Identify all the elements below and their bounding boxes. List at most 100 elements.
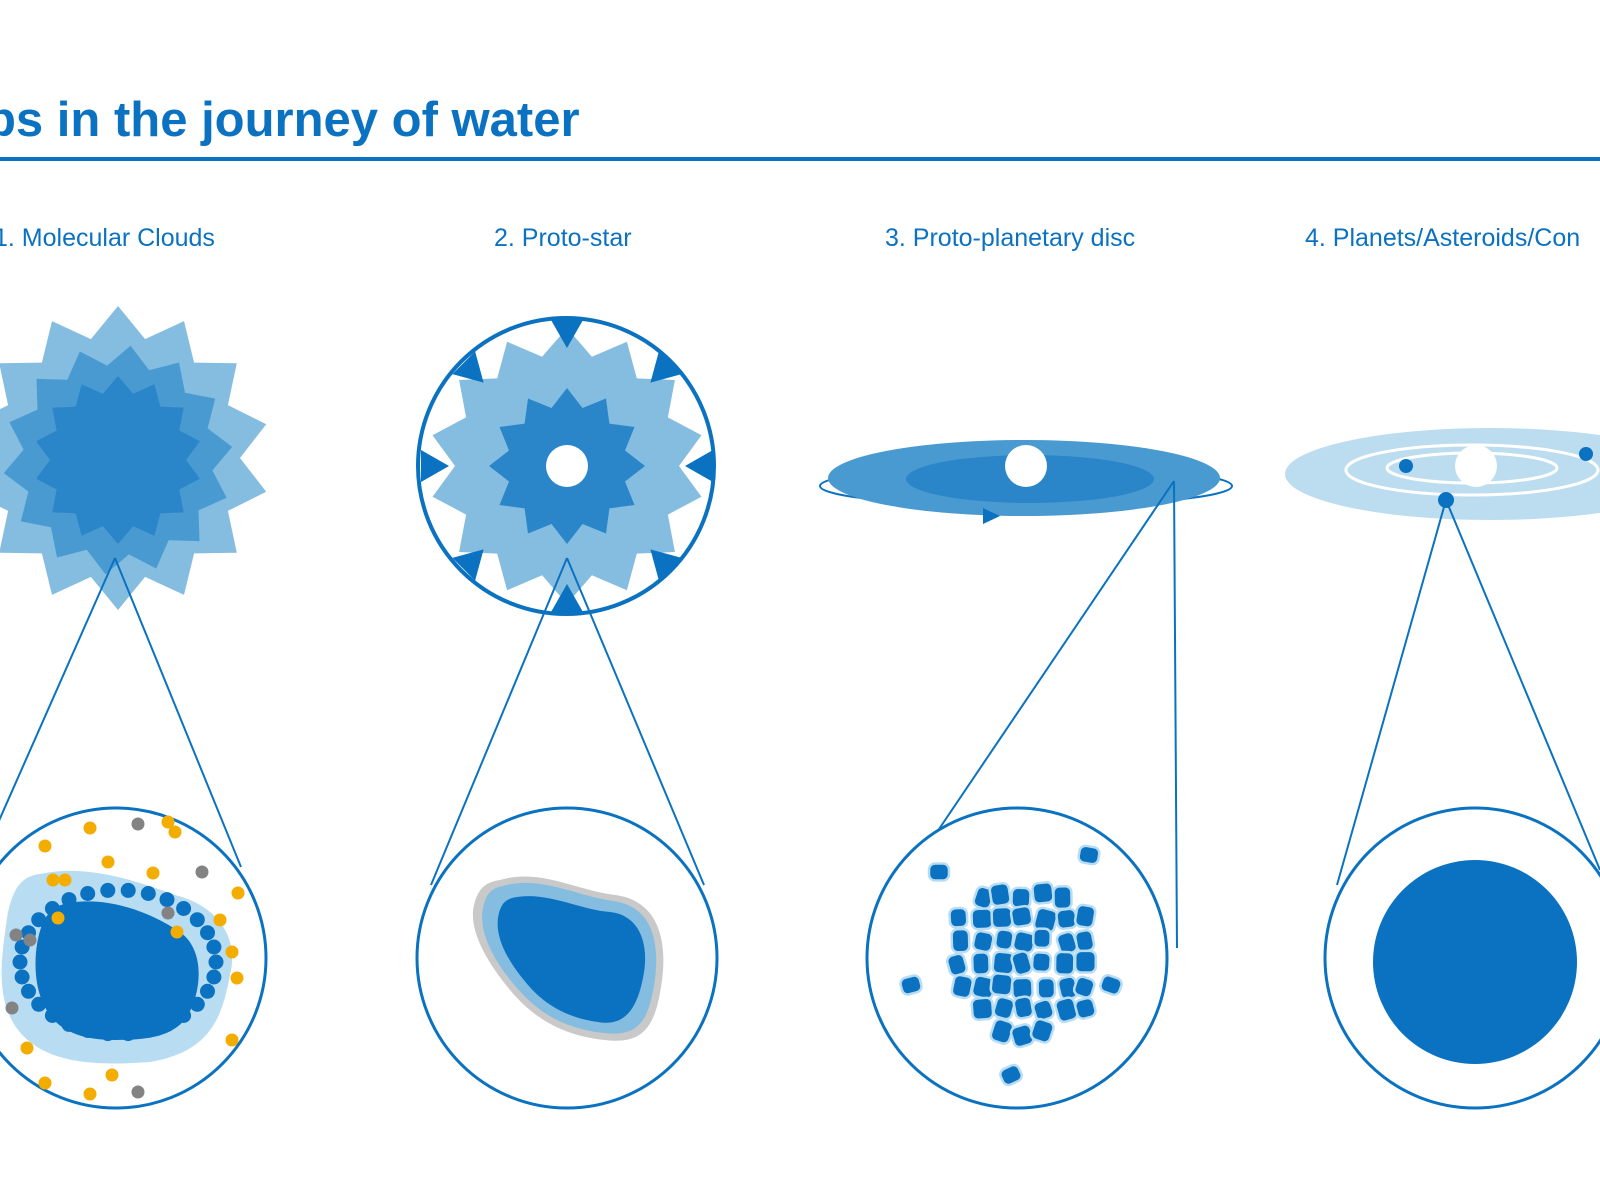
ice-grain-blob [992,995,1016,1021]
system-star-icon [1455,445,1497,487]
connector-line [430,557,568,886]
gas-molecule-dot [5,1001,19,1015]
ice-bead [80,1023,96,1038]
ice-bead [140,886,156,901]
diagram-title: ps in the journey of water [0,93,580,147]
ice-grain-blob [1010,886,1032,910]
zoom-planet [1323,806,1600,1110]
ice-grain-blob [950,973,974,1000]
stage-label-proto-star: 2. Proto-star [494,224,632,252]
zoom-connectors [0,480,1600,949]
connector-line [1173,480,1178,949]
system-disc [1285,428,1600,520]
ice-bead [120,1026,136,1042]
ice-bead [14,969,30,985]
ice-bead [61,1016,77,1032]
ice-grain-blob [1074,929,1096,953]
ice-bead [189,996,205,1012]
gas-molecule-dot [146,866,160,880]
disc-star-icon [1005,445,1047,487]
planet-body [1373,860,1577,1064]
ice-bead [21,983,36,999]
grain-core [497,896,646,1023]
connector-line [566,557,705,886]
ice-bead [120,882,136,898]
ice-grain-blob [994,928,1015,951]
ice-bead [176,901,192,916]
ice-bead [61,892,77,908]
ice-grain-blob [1010,950,1033,977]
ice-grain-blob [927,862,951,882]
connector-line [1445,499,1600,871]
ice-grain-blob [989,972,1014,997]
infall-arrow-icon [650,351,682,383]
gas-molecule-dot [131,1085,145,1099]
connector-line [1336,499,1447,886]
gas-molecule-dot [105,1068,119,1082]
ice-bead [31,912,47,928]
ice-bead [100,882,116,898]
proto-star [416,316,716,616]
ice-bead [176,1008,192,1023]
ice-bead [206,969,222,985]
gas-molecule-dot [23,933,37,947]
ice-bead [189,912,205,928]
ice-grain-blob [1032,998,1055,1022]
ice-grain-blob [999,1063,1023,1087]
ice-bead [159,1016,175,1032]
ice-bead [100,1026,116,1042]
infall-arrow-icon [551,584,583,612]
ice-grain-blob [1073,949,1098,974]
ice-bead [44,1008,60,1023]
gas-molecule-dot [231,886,245,900]
ice-bead [31,996,47,1012]
gas-molecule-dot [83,821,97,835]
ice-grain-blob [1009,904,1034,929]
gas-molecule-dot [168,825,182,839]
ice-bead [80,886,96,901]
gas-molecule-dot [38,839,52,853]
ice-bead [12,954,28,970]
ice-grain-blob [1099,974,1123,996]
stage-label-planets: 4. Planets/Asteroids/Con [1305,224,1580,252]
gas-molecule-dot [161,815,175,829]
zoom-dust-grain [0,806,268,1110]
infall-arrow-icon [452,549,484,581]
ice-grain-blob [948,906,969,929]
ice-grain-blob [970,996,995,1022]
ice-grain-blob [1077,844,1101,866]
ice-grain-blob [970,951,991,976]
infall-arrow-icon [421,450,449,482]
gas-molecule-dot [230,971,244,985]
gas-molecule-dot [83,1087,97,1101]
ice-grain-blob [1031,881,1055,905]
zoom-protostar-grain [415,806,719,1110]
ice-grain-blob [971,929,995,954]
ice-bead [206,939,222,955]
gas-molecule-dot [9,928,23,942]
gas-molecules [5,815,245,1101]
orbit-outer [1344,443,1600,497]
infall-arrow-icon [551,320,583,348]
infall-arrow-icon [685,450,713,482]
planet-dot [1579,447,1593,461]
planetary-system [1285,428,1600,520]
gas-molecule-dot [161,906,175,920]
ice-grain-blob [1031,927,1052,950]
ice-bead [140,1023,156,1038]
connector-line [905,480,1175,879]
ice-grain-blob [1012,995,1035,1020]
gas-molecule-dot [101,855,115,869]
ice-bead [200,925,215,941]
title-underline [0,157,1600,161]
ice-grain-blob [1029,1017,1055,1044]
ice-grain-blob [899,974,923,996]
ice-grain-blob [950,927,971,954]
ice-grain-blob [990,905,1014,930]
infall-arrow-icon [650,549,682,581]
dust-grain-core [35,901,199,1040]
zoom-aggregate [865,806,1169,1110]
gas-molecule-dot [225,945,239,959]
ice-grain-blob [1053,950,1076,976]
